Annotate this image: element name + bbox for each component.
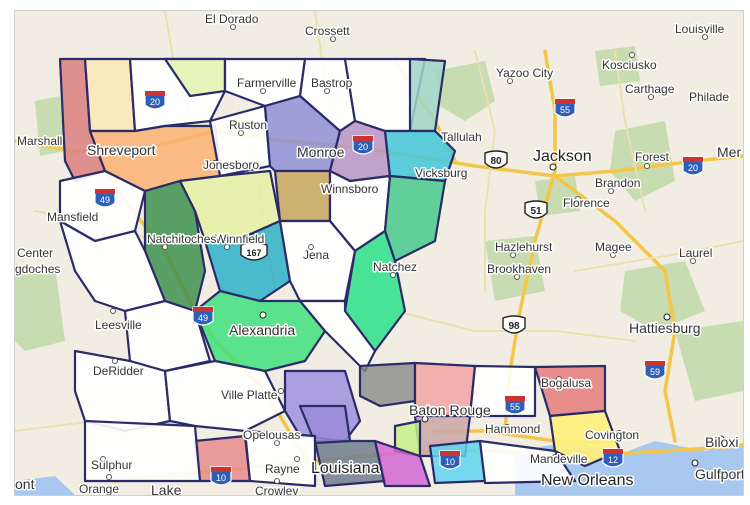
- label-yazoo-city: Yazoo City: [496, 66, 553, 80]
- svg-text:80: 80: [490, 156, 502, 167]
- label-laurel: Laurel: [679, 246, 712, 260]
- label-hazlehurst: Hazlehurst: [495, 240, 553, 254]
- shield-i55-north: 55: [554, 98, 576, 118]
- label-ruston: Ruston: [229, 118, 267, 132]
- label-brookhaven: Brookhaven: [487, 262, 551, 276]
- label-sulphur: Sulphur: [91, 458, 132, 472]
- shield-i49-south: 49: [192, 306, 214, 326]
- shield-i10-east: 10: [439, 450, 461, 470]
- label-center: Center: [17, 246, 53, 260]
- label-philade: Philade: [689, 90, 729, 104]
- svg-text:55: 55: [510, 402, 520, 412]
- shield-i20-east: 20: [682, 156, 704, 176]
- label-forest: Forest: [635, 150, 670, 164]
- svg-text:20: 20: [688, 163, 698, 173]
- label-kosciusko: Kosciusko: [602, 58, 657, 72]
- label-deridder: DeRidder: [93, 364, 144, 378]
- label-rayne: Rayne: [265, 462, 300, 476]
- label-vicksburg: Vicksburg: [415, 166, 467, 180]
- label-louisville: Louisville: [675, 22, 725, 36]
- svg-text:20: 20: [150, 97, 160, 107]
- label-baton-rouge: Baton Rouge: [409, 402, 491, 418]
- label-carthage: Carthage: [625, 82, 675, 96]
- label-ont: ont: [15, 476, 35, 492]
- shield-us80: 80: [484, 150, 508, 169]
- label-mandeville: Mandeville: [530, 452, 588, 466]
- shield-us51: 51: [524, 200, 548, 219]
- label-alexandria: Alexandria: [229, 322, 295, 338]
- svg-text:55: 55: [560, 105, 570, 115]
- label-hammond: Hammond: [485, 422, 540, 436]
- svg-text:10: 10: [216, 473, 226, 483]
- map-viewport[interactable]: 20 55 20 80: [14, 10, 744, 496]
- label-monroe: Monroe: [297, 144, 345, 160]
- svg-text:10: 10: [445, 457, 455, 467]
- svg-text:12: 12: [608, 455, 618, 465]
- shield-us98: 98: [502, 315, 526, 334]
- shield-i20-monroe: 20: [352, 135, 374, 155]
- svg-text:51: 51: [530, 206, 542, 217]
- label-orange: Orange: [79, 482, 119, 495]
- highway-shields: 20 55 20 80: [94, 90, 704, 486]
- shield-i49-north: 49: [94, 188, 116, 208]
- svg-text:59: 59: [650, 367, 660, 377]
- label-jena: Jena: [303, 248, 329, 262]
- label-opelousas: Opelousas: [243, 428, 300, 442]
- city-markers: [50, 24, 725, 485]
- label-leesville: Leesville: [95, 318, 142, 332]
- label-mer: Mer: [717, 144, 741, 160]
- svg-text:49: 49: [198, 313, 208, 323]
- shield-i10-west: 10: [210, 466, 232, 486]
- label-winnfield: Winnfield: [215, 232, 264, 246]
- shield-i20-west: 20: [144, 90, 166, 110]
- shield-i12: 12: [602, 448, 624, 468]
- label-natchez: Natchez: [373, 260, 417, 274]
- label-crowley: Crowley: [255, 484, 298, 495]
- label-jackson: Jackson: [533, 148, 592, 165]
- label-hattiesburg: Hattiesburg: [629, 320, 701, 336]
- label-new-orleans: New Orleans: [541, 472, 633, 489]
- label-marshall: Marshall: [17, 134, 62, 148]
- shield-us167: 167: [240, 242, 268, 261]
- city-labels: El Dorado Crossett Louisville Farmervill…: [15, 11, 743, 495]
- label-lake: Lake: [151, 482, 182, 495]
- map-canvas[interactable]: 20 55 20 80: [15, 11, 743, 495]
- label-tallulah: Tallulah: [441, 130, 482, 144]
- svg-text:49: 49: [100, 195, 110, 205]
- label-shreveport: Shreveport: [87, 142, 156, 158]
- label-brandon: Brandon: [595, 176, 640, 190]
- label-el-dorado: El Dorado: [205, 12, 259, 26]
- label-florence: Florence: [563, 196, 610, 210]
- shield-i55-south: 55: [504, 395, 526, 415]
- label-gdoches: gdoches: [15, 262, 60, 276]
- label-winnsboro: Winnsboro: [321, 182, 379, 196]
- label-ville-platte: Ville Platte: [221, 388, 278, 402]
- svg-text:167: 167: [246, 248, 261, 258]
- parish-regions: [58, 57, 622, 488]
- label-crossett: Crossett: [305, 24, 350, 38]
- svg-text:20: 20: [358, 142, 368, 152]
- label-gulfport: Gulfport: [695, 466, 743, 482]
- label-jonesboro: Jonesboro: [203, 158, 259, 172]
- label-natchitoches: Natchitoches: [147, 232, 216, 246]
- label-magee: Magee: [595, 240, 632, 254]
- label-farmerville: Farmerville: [237, 76, 297, 90]
- label-louisiana: Louisiana: [311, 460, 380, 477]
- label-covington: Covington: [585, 428, 639, 442]
- label-biloxi: Biloxi: [705, 434, 738, 450]
- label-bastrop: Bastrop: [311, 76, 353, 90]
- svg-text:98: 98: [508, 321, 520, 332]
- shield-i59: 59: [644, 360, 666, 380]
- label-mansfield: Mansfield: [47, 210, 98, 224]
- label-bogalusa: Bogalusa: [541, 376, 591, 390]
